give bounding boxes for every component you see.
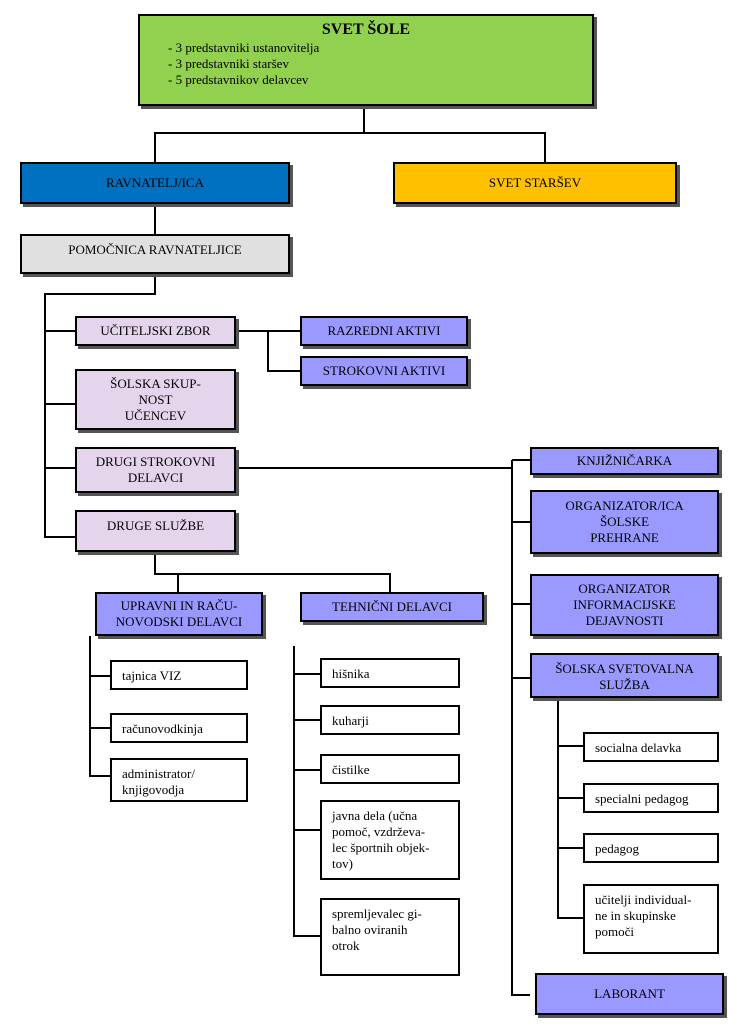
box-line: UPRAVNI IN RAČU- bbox=[120, 598, 238, 613]
connector bbox=[293, 646, 320, 937]
school-council-members: - 3 predstavniki ustanovitelja - 3 preds… bbox=[168, 40, 319, 88]
assistant-principal-box: POMOČNICA RAVNATELJICE bbox=[20, 234, 290, 274]
technical-item-caretakers: hišnika bbox=[320, 658, 460, 688]
box-line: SLUŽBA bbox=[599, 677, 650, 692]
technical-item-companion: spremljevalec gi- balno oviranih otrok bbox=[320, 898, 460, 976]
expert-teams-box: STROKOVNI AKTIVI bbox=[300, 356, 468, 386]
box-line: ŠOLSKA SKUP- bbox=[110, 375, 201, 391]
council-member: - 5 predstavnikov delavcev bbox=[168, 72, 309, 87]
box-line: ORGANIZATOR bbox=[578, 581, 671, 596]
food-organizer-box: ORGANIZATOR/ICA ŠOLSKE PREHRANE bbox=[530, 490, 719, 554]
connector bbox=[511, 460, 530, 996]
admin-staff-box: UPRAVNI IN RAČU- NOVODSKI DELAVCI bbox=[95, 592, 263, 636]
lab-assistant-box: LABORANT bbox=[535, 973, 724, 1015]
box-line: čistilke bbox=[332, 762, 370, 777]
box-line: knjigovodja bbox=[122, 782, 185, 797]
counseling-item-special-pedagogue: specialni pedagog bbox=[583, 783, 719, 813]
box-line: DEJAVNOSTI bbox=[585, 613, 664, 628]
box-line: tov) bbox=[332, 856, 353, 871]
box-line: ORGANIZATOR/ICA bbox=[565, 498, 684, 513]
other-services-box: DRUGE SLUŽBE bbox=[75, 510, 236, 552]
box-line: PREHRANE bbox=[590, 530, 659, 545]
box-line: specialni pedagog bbox=[595, 791, 689, 806]
other-experts-box: DRUGI STROKOVNI DELAVCI bbox=[75, 447, 236, 493]
school-council-box: SVET ŠOLE - 3 predstavniki ustanovitelja… bbox=[138, 14, 594, 106]
connector bbox=[154, 552, 179, 592]
connector bbox=[178, 573, 391, 592]
connector bbox=[154, 132, 546, 162]
admin-item-secretary: tajnica VIZ bbox=[110, 660, 248, 690]
connector bbox=[89, 636, 110, 777]
counseling-service-box: ŠOLSKA SVETOVALNA SLUŽBA bbox=[530, 653, 719, 698]
box-line: INFORMACIJSKE bbox=[573, 597, 676, 612]
counseling-item-pedagogue: pedagog bbox=[583, 833, 719, 863]
class-teams-box: RAZREDNI AKTIVI bbox=[300, 316, 468, 346]
admin-item-accountant: računovodkinja bbox=[110, 713, 248, 743]
librarian-box: KNJIŽNIČARKA bbox=[530, 447, 719, 475]
box-line: administrator/ bbox=[122, 766, 195, 781]
it-organizer-box: ORGANIZATOR INFORMACIJSKE DEJAVNOSTI bbox=[530, 574, 719, 636]
admin-item-administrator: administrator/ knjigovodja bbox=[110, 758, 248, 802]
technical-item-cooks: kuharji bbox=[320, 705, 460, 735]
box-line: pomoč, vzdrževa- bbox=[332, 824, 426, 839]
box-line: ŠOLSKA SVETOVALNA bbox=[555, 661, 694, 676]
box-line: kuharji bbox=[332, 713, 369, 728]
box-line: ne in skupinske bbox=[595, 908, 676, 923]
connector bbox=[44, 274, 156, 538]
student-community-box: ŠOLSKA SKUP- NOST UČENCEV bbox=[75, 369, 236, 430]
box-line: socialna delavka bbox=[595, 740, 682, 755]
box-line: balno oviranih bbox=[332, 922, 408, 937]
connector bbox=[267, 331, 300, 372]
box-line: otrok bbox=[332, 938, 360, 953]
technical-item-public-works: javna dela (učna pomoč, vzdrževa- lec šp… bbox=[320, 800, 460, 880]
counseling-item-support-teachers: učitelji individual- ne in skupinske pom… bbox=[583, 884, 719, 954]
box-line: pedagog bbox=[595, 841, 640, 856]
council-member: - 3 predstavniki ustanovitelja bbox=[168, 40, 320, 55]
parents-council-box: SVET STARŠEV bbox=[393, 162, 677, 204]
technical-staff-box: TEHNIČNI DELAVCI bbox=[300, 592, 484, 622]
connector bbox=[557, 698, 583, 919]
teachers-box: UČITELJSKI ZBOR bbox=[75, 316, 236, 346]
box-line: javna dela (učna bbox=[332, 808, 418, 823]
counseling-item-social-worker: socialna delavka bbox=[583, 732, 719, 762]
box-line: računovodkinja bbox=[122, 721, 203, 736]
box-line: NOST bbox=[138, 391, 173, 407]
box-line: hišnika bbox=[332, 666, 370, 681]
council-member: - 3 predstavniki staršev bbox=[168, 56, 289, 71]
box-line: učitelji individual- bbox=[595, 892, 692, 907]
technical-item-cleaners: čistilke bbox=[320, 754, 460, 784]
box-line: lec športnih objek- bbox=[332, 840, 430, 855]
box-line: NOVODSKI DELAVCI bbox=[115, 614, 243, 629]
school-council-title: SVET ŠOLE bbox=[321, 21, 411, 38]
box-line: pomoči bbox=[595, 924, 634, 939]
box-line: UČENCEV bbox=[124, 407, 187, 423]
principal-box: RAVNATELJ/ICA bbox=[20, 162, 290, 204]
box-line: DELAVCI bbox=[127, 470, 184, 485]
box-line: spremljevalec gi- bbox=[332, 906, 422, 921]
box-line: ŠOLSKE bbox=[599, 514, 650, 529]
box-line: tajnica VIZ bbox=[122, 668, 182, 683]
box-line: DRUGI STROKOVNI bbox=[95, 454, 216, 469]
